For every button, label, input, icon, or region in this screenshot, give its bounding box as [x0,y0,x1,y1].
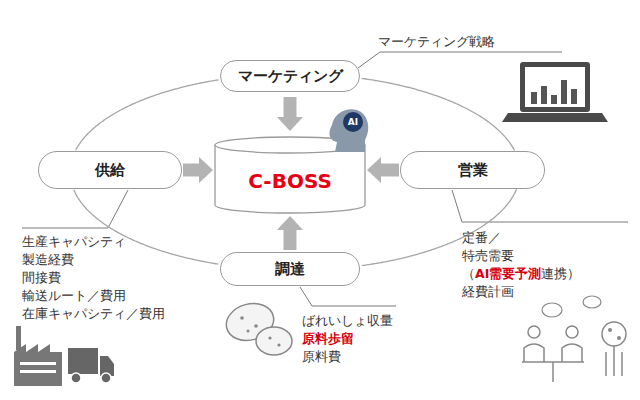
leader-line [452,190,628,222]
info-label: ばれいしょ収量 [302,313,393,328]
function-pill: 営業 [400,151,545,189]
leader-line [22,190,128,228]
circuit-trace [613,346,615,376]
info-label: 原料歩留 [302,331,354,346]
info-label: （ [462,266,475,281]
truck-wheel [71,373,81,383]
flow-arrow [284,230,297,250]
info-label: 連携） [541,266,580,281]
people-table [522,361,584,363]
info-label: マーケティング戦略 [378,34,495,49]
factory-window [20,370,56,373]
info-label: 生産キャパシティ [22,234,126,249]
truck-wheel [101,373,111,383]
leader-line [300,287,396,306]
ai-head-icon [330,109,369,152]
potato-eye [277,343,280,346]
circuit-dot [608,328,612,332]
table-leg [552,362,554,382]
cycle-arc [74,190,219,264]
function-pill: 供給 [38,151,182,189]
circuit-dot [617,336,621,340]
person-head [528,326,540,338]
info-label: 輸送ルート／費用 [22,288,126,303]
laptop-icon [520,62,590,112]
person-head [566,326,578,338]
function-name: 調達 [275,260,305,279]
cycle-arc [76,80,219,150]
chart-bar [541,86,547,104]
info-label: 間接費 [22,270,61,285]
factory-icon [14,344,62,386]
function-pill: マーケティング [220,60,360,92]
truck-cargo [68,348,98,374]
potato-icon [222,298,278,345]
system-name: C-BOSS [248,157,332,193]
chart-bar [551,95,557,104]
function-pill: 調達 [220,252,360,286]
cylinder-body [215,145,365,213]
person-body [524,344,544,362]
person-body [562,344,582,362]
info-label: 原料費 [302,349,341,364]
potato-eye [254,324,258,328]
factory-window [20,362,56,365]
circuit-trace [621,352,623,376]
cylinder-top [215,137,365,153]
ai-badge [343,112,363,132]
function-name: マーケティング [238,67,343,86]
potato-icon [256,327,292,355]
speech-bubble [583,296,601,308]
chart-bar [561,80,567,104]
cycle-arc [362,189,517,265]
potato-eye [247,330,250,333]
cycle-arc [362,78,515,150]
potato-eye [268,336,271,339]
info-label: 定番／ [462,230,501,245]
function-name: 供給 [95,161,125,180]
factory-chimney [16,326,21,350]
flow-arrow [284,97,297,117]
leader-line [358,52,562,68]
laptop-screen [525,67,585,107]
function-name: 営業 [458,161,488,180]
truck-cab [100,356,114,376]
circuit-head [602,322,626,346]
info-label: 経費計画 [462,284,514,299]
speech-bubble [542,303,562,317]
label-row: （AI需要予測連携） [462,266,580,281]
flow-arrow [183,164,199,177]
info-label: 在庫キャパシティ／費用 [22,306,165,321]
laptop-base [502,113,608,122]
potato-eye [240,316,244,320]
ai-badge-text: AI [343,116,363,128]
info-label: AI需要予測 [475,266,541,281]
flow-arrow [381,164,399,177]
info-label: 特売需要 [462,248,514,263]
chart-bar [571,89,577,104]
circuit-trace [605,352,607,376]
system-cylinder: C-BOSS [214,136,366,214]
info-label: 製造経費 [22,252,74,267]
chart-bar [531,92,537,104]
